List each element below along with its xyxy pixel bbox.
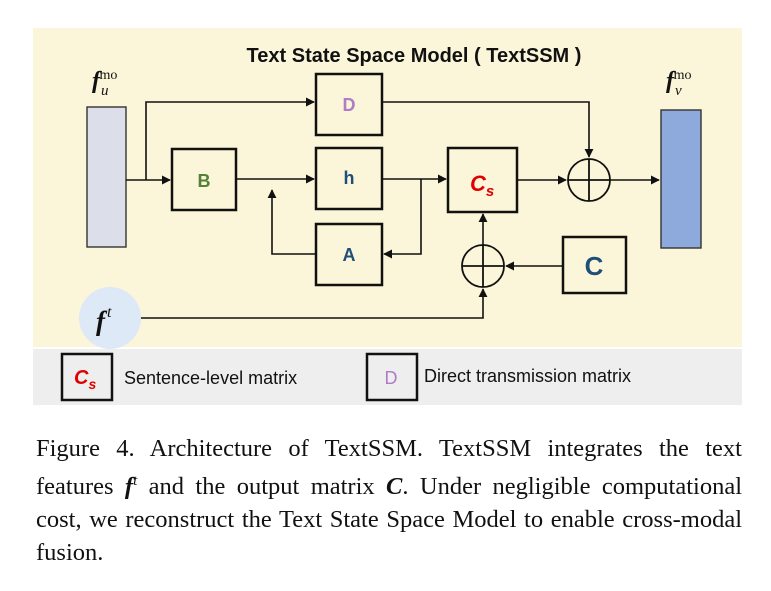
legend-background — [33, 349, 742, 405]
figure-caption: Figure 4. Architecture of TextSSM. TextS… — [36, 432, 742, 569]
d-matrix-block — [314, 72, 384, 137]
bottom-sum-node — [461, 244, 505, 288]
top-sum-node — [567, 158, 611, 202]
output-feature-bar — [660, 109, 702, 249]
legend-cs-symbol: Cs — [74, 367, 96, 392]
diagram-title: Text State Space Model ( TextSSM ) — [247, 45, 582, 67]
legend-d-symbol: D — [385, 368, 398, 388]
legend-cs-swatch — [60, 352, 114, 402]
wire-a-feedback — [267, 189, 316, 255]
d-matrix-label: D — [343, 95, 356, 115]
wire-text-feature-to-sum — [141, 288, 488, 319]
caption-text-feature-symbol: ft — [124, 473, 138, 501]
cs-matrix-label: Cs — [470, 171, 494, 200]
h-state-label: h — [344, 168, 355, 188]
wire-d-to-sum — [382, 101, 594, 158]
a-matrix-label: A — [343, 245, 356, 265]
caption-text-2: and the output matrix — [137, 473, 387, 501]
wire-input-to-d — [145, 97, 315, 180]
text-feature-node — [79, 287, 141, 349]
c-matrix-block — [561, 235, 628, 295]
legend-d-swatch — [365, 352, 419, 402]
input-feature-label: fumo — [92, 68, 117, 99]
output-feature-label: fvmo — [666, 68, 692, 99]
caption-output-matrix-symbol: C — [386, 473, 403, 501]
b-matrix-label: B — [198, 171, 211, 191]
c-matrix-label: C — [585, 251, 604, 281]
input-feature-bar — [86, 106, 127, 248]
wire-h-to-a — [383, 179, 422, 259]
legend-cs-description: Sentence-level matrix — [124, 368, 297, 388]
caption-text-1: Figure 4. Architecture of TextSSM. TextS… — [36, 435, 742, 501]
diagram-background — [33, 28, 742, 347]
caption-text-3: . Under negligible computational cost, w… — [36, 473, 742, 567]
legend-d-description: Direct transmission matrix — [424, 366, 631, 386]
